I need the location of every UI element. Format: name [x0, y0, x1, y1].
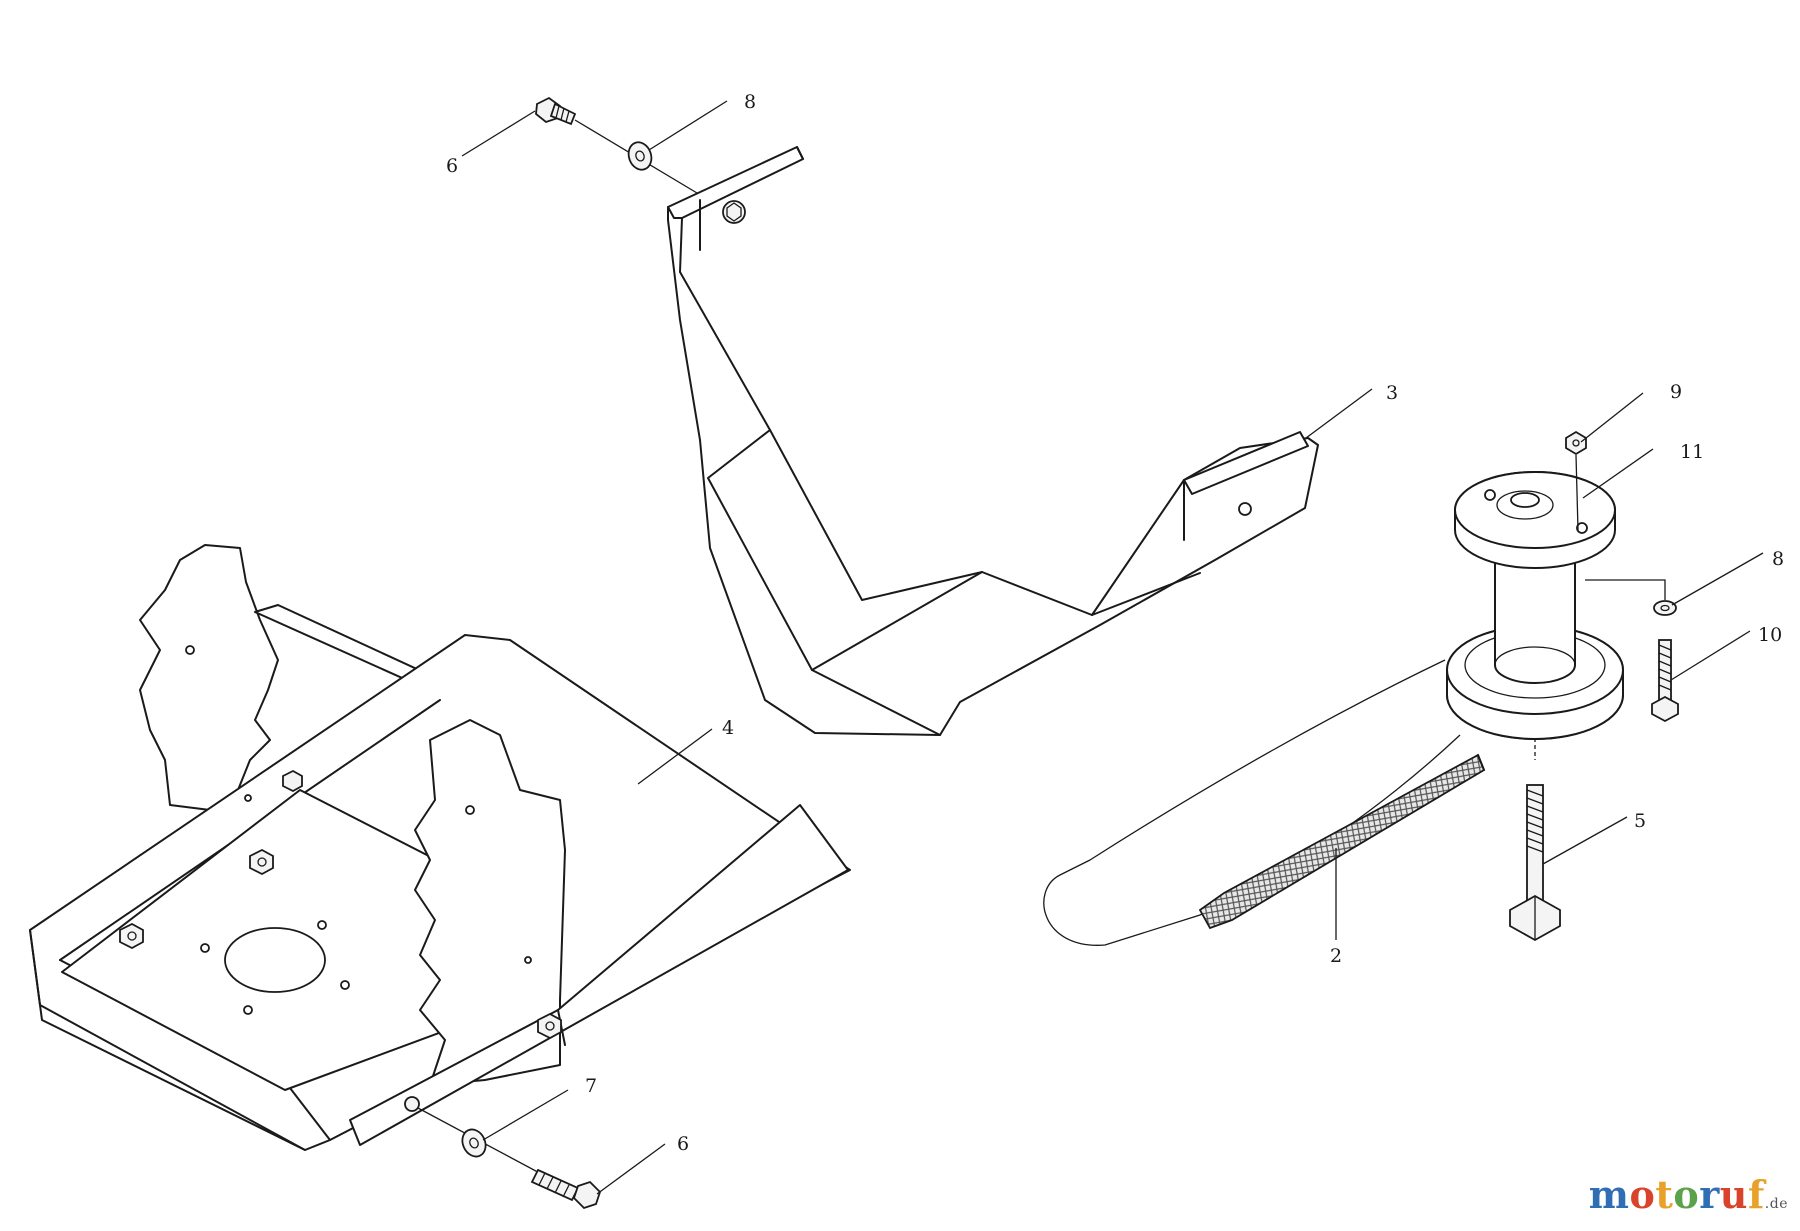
hex-nut	[282, 769, 303, 793]
callout-leaders	[461, 100, 1764, 1195]
screw-part-10	[1651, 639, 1679, 723]
callout-2: 2	[1330, 945, 1342, 967]
knurled-sleeve-part-2	[1198, 753, 1486, 930]
washer-part-8-top	[627, 141, 653, 171]
callout-6-bottom: 6	[677, 1133, 689, 1155]
screw-part-6-bottom	[530, 1168, 602, 1210]
callout-8-right: 8	[1772, 548, 1784, 570]
callout-6-top: 6	[446, 155, 458, 177]
bolt-part-5	[1509, 738, 1561, 942]
washer-part-8-right	[1653, 600, 1677, 616]
engine-mount-bracket-part-4	[29, 544, 851, 1151]
hex-nut	[119, 922, 144, 950]
pulley-to-washer-leader	[1585, 579, 1666, 600]
callout-4: 4	[722, 717, 734, 739]
hex-nut	[249, 848, 274, 876]
belt-guard-part-3	[667, 146, 1319, 736]
motor-shaft-hole	[224, 927, 326, 993]
callout-3: 3	[1386, 382, 1398, 404]
watermark-logo: motoruf.de	[1588, 1172, 1788, 1217]
callout-9: 9	[1670, 381, 1682, 403]
callout-7: 7	[585, 1075, 597, 1097]
idler-pulley-part-11	[1446, 471, 1624, 740]
washer-part-7	[461, 1128, 487, 1158]
nut-part-9	[1565, 430, 1587, 531]
side-hole	[404, 1096, 420, 1112]
guard-right-hole	[1238, 502, 1252, 516]
callout-11: 11	[1680, 441, 1704, 463]
guard-top-hole	[722, 200, 746, 224]
callout-10: 10	[1758, 624, 1782, 646]
callout-5: 5	[1634, 810, 1646, 832]
watermark-suffix: .de	[1764, 1196, 1788, 1212]
callout-8-top: 8	[744, 91, 756, 113]
screw-part-6-top	[535, 96, 577, 126]
hex-nut	[537, 1012, 562, 1040]
